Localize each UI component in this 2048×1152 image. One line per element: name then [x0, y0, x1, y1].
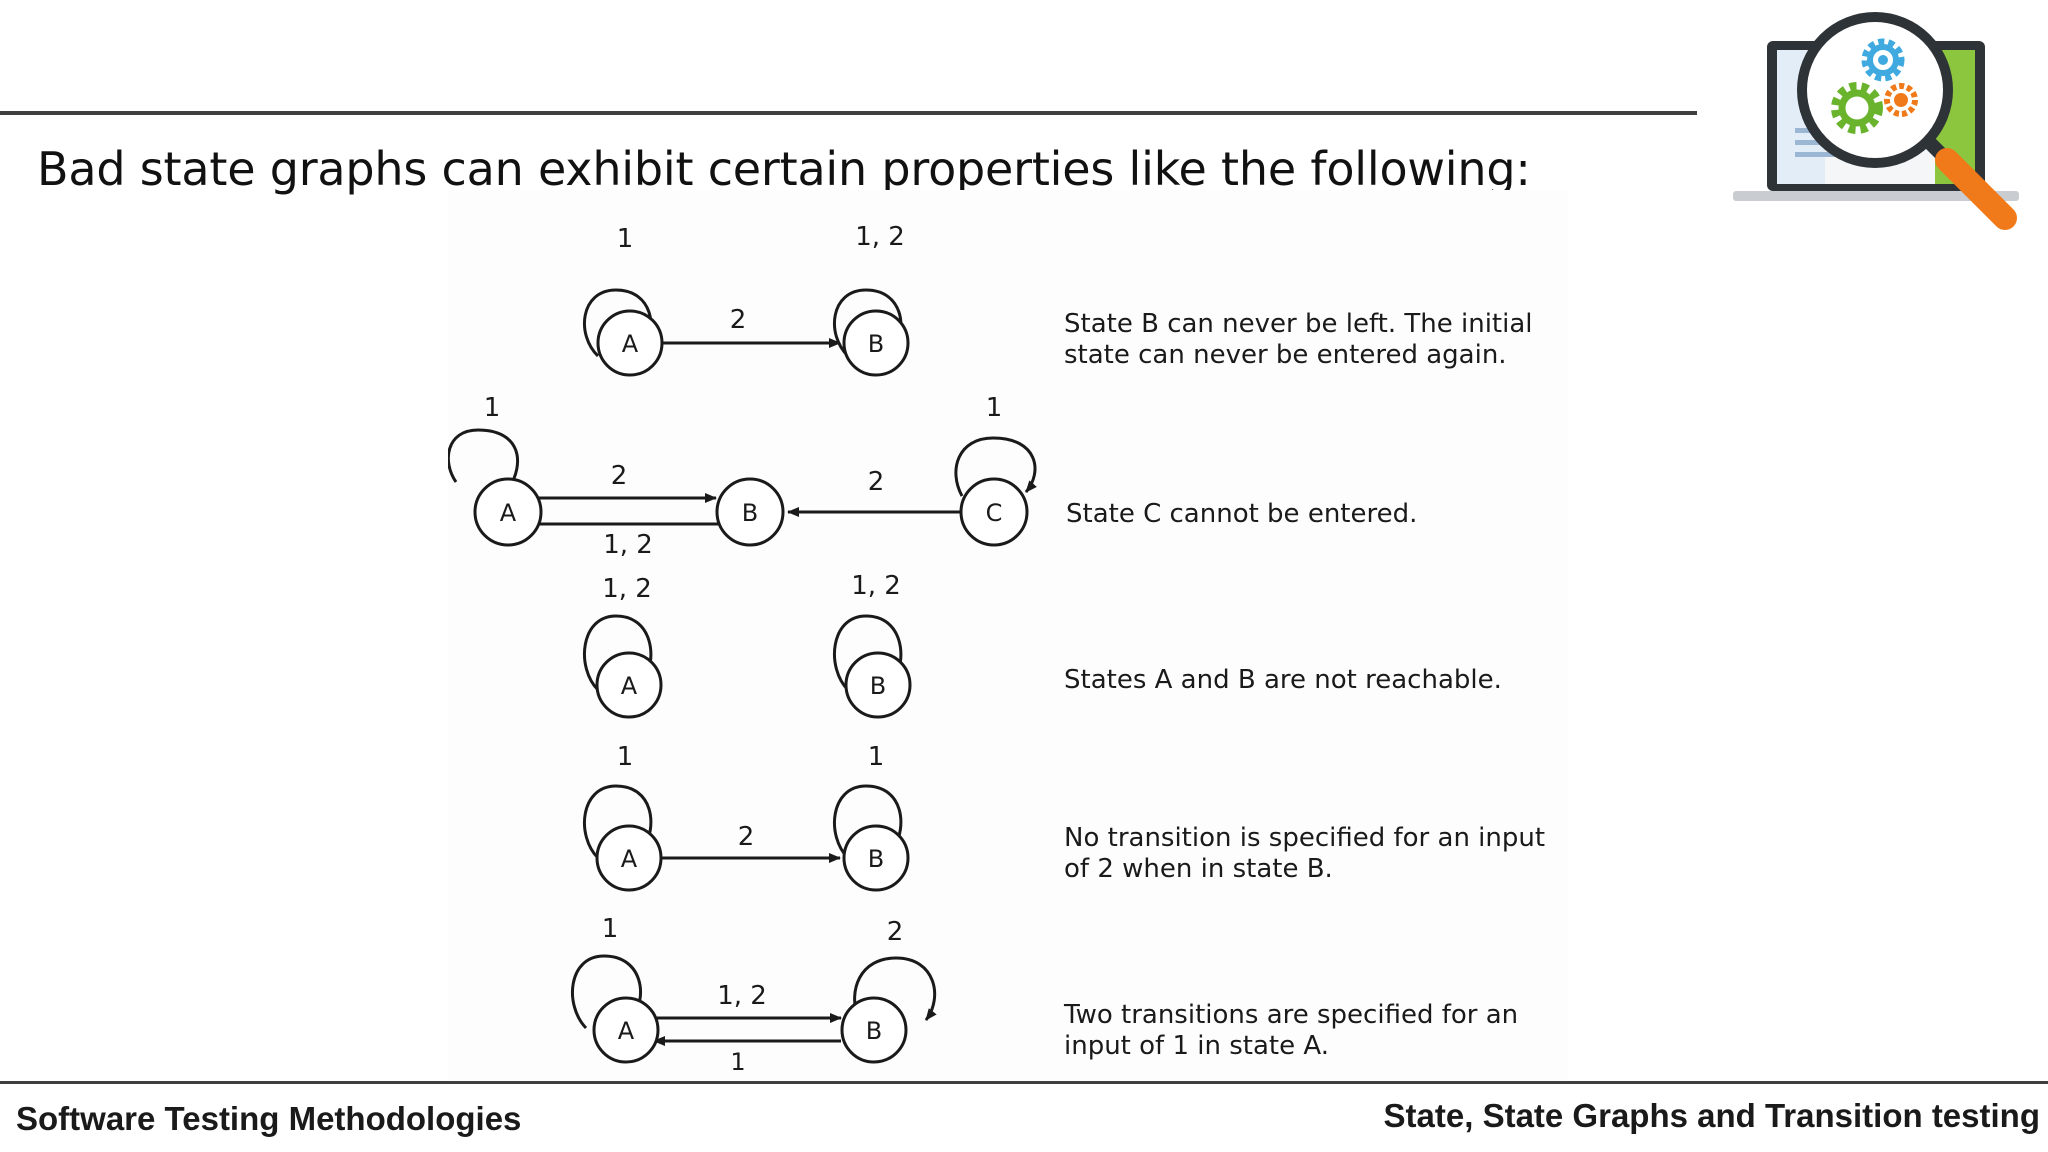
- state-a: [595, 824, 663, 892]
- magnifier-handle: [1935, 148, 2017, 230]
- edge-label-a-b: 2: [611, 461, 628, 491]
- state-b-label: B: [870, 672, 886, 700]
- self-loop-a: [583, 784, 654, 860]
- edge-label-b-b: 1, 2: [851, 571, 901, 601]
- header-divider: [0, 111, 1697, 115]
- edge-label-a-b: 1, 2: [717, 981, 767, 1011]
- state-graph-diagrams: 1 1, 2 2 A B State B can never be left. …: [448, 222, 1545, 1076]
- diagram-4-no-transition: 1 1 2 A B No transition is specified for…: [583, 742, 1545, 892]
- diagram-2-c-not-entered: 1 2 1, 2 2 1 A B C State C cannot be ent…: [448, 393, 1417, 560]
- gear-blue-icon: [1861, 38, 1905, 82]
- state-a-label: A: [500, 499, 517, 527]
- edge-label-a-a: 1: [617, 224, 634, 254]
- self-loop-a: [583, 614, 654, 692]
- diagram-3-not-reachable: 1, 2 1, 2 A B States A and B are not rea…: [583, 571, 1502, 719]
- slide-headline: Bad state graphs can exhibit certain pro…: [37, 142, 1531, 196]
- gear-green-icon: [1831, 82, 1883, 134]
- edge-label-a-a: 1: [602, 914, 619, 944]
- state-a-label: A: [621, 672, 638, 700]
- state-c-label: C: [986, 499, 1003, 527]
- state-b: [844, 651, 912, 719]
- edge-label-a-b: 2: [730, 305, 747, 335]
- state-a: [595, 651, 663, 719]
- edge-label-b-b: 1, 2: [855, 222, 905, 252]
- state-graph-figure: 1 1, 2 2 A B State B can never be left. …: [448, 190, 1568, 1082]
- state-a-label: A: [618, 1017, 635, 1045]
- self-loop-a: [448, 428, 520, 491]
- diagram-1-never-left: 1 1, 2 2 A B State B can never be left. …: [583, 222, 1533, 377]
- edge-label-b-b: 2: [887, 917, 904, 947]
- self-loop-b: [833, 784, 904, 860]
- self-loop-b: [833, 614, 904, 692]
- footer-course-title: Software Testing Methodologies: [16, 1100, 522, 1137]
- state-b: [840, 996, 908, 1064]
- diagram-5-two-transitions: 1 2 1, 2 1 A B Two transitions are speci…: [571, 914, 1518, 1076]
- caption-line-1: States A and B are not reachable.: [1064, 665, 1502, 695]
- state-b-label: B: [866, 1017, 882, 1045]
- state-b: [842, 824, 910, 892]
- caption-line-1: State C cannot be entered.: [1066, 499, 1417, 529]
- state-b-label: B: [868, 330, 884, 358]
- state-a: [596, 309, 664, 377]
- self-loop-c: [954, 436, 1037, 497]
- state-b-label: B: [868, 845, 884, 873]
- caption-line-1: Two transitions are specified for an: [1063, 1000, 1518, 1030]
- edge-label-a-a: 1, 2: [602, 574, 652, 604]
- laptop-magnifier-gears-icon: [1733, 12, 2019, 230]
- state-a: [592, 996, 660, 1064]
- state-a-label: A: [622, 330, 639, 358]
- edge-label-b-a: 1, 2: [603, 530, 653, 560]
- edge-label-a-a: 1: [617, 742, 634, 772]
- footer-divider: [0, 1081, 2048, 1084]
- laptop-base: [1733, 191, 2019, 201]
- gear-orange-icon: [1884, 83, 1918, 117]
- edge-label-a-a: 1: [484, 393, 501, 423]
- caption-line-1: No transition is specified for an input: [1064, 823, 1545, 853]
- edge-label-c-c: 1: [986, 393, 1003, 423]
- state-b: [842, 309, 910, 377]
- caption-line-1: State B can never be left. The initial: [1064, 309, 1533, 339]
- state-b-label: B: [742, 499, 758, 527]
- state-a: [473, 477, 543, 547]
- state-c: [959, 477, 1029, 547]
- caption-line-2: input of 1 in state A.: [1064, 1031, 1329, 1061]
- edge-label-a-b: 2: [738, 822, 755, 852]
- self-loop-b: [853, 956, 937, 1021]
- caption-line-2: state can never be entered again.: [1064, 340, 1507, 370]
- self-loop-a: [571, 954, 643, 1030]
- caption-line-2: of 2 when in state B.: [1064, 854, 1333, 884]
- edge-label-b-a: 1: [730, 1048, 745, 1076]
- edge-label-b-b: 1: [868, 742, 885, 772]
- state-b: [715, 477, 785, 547]
- state-a-label: A: [621, 845, 638, 873]
- edge-label-c-b: 2: [868, 467, 885, 497]
- footer-topic-title: State, State Graphs and Transition testi…: [1383, 1097, 2040, 1134]
